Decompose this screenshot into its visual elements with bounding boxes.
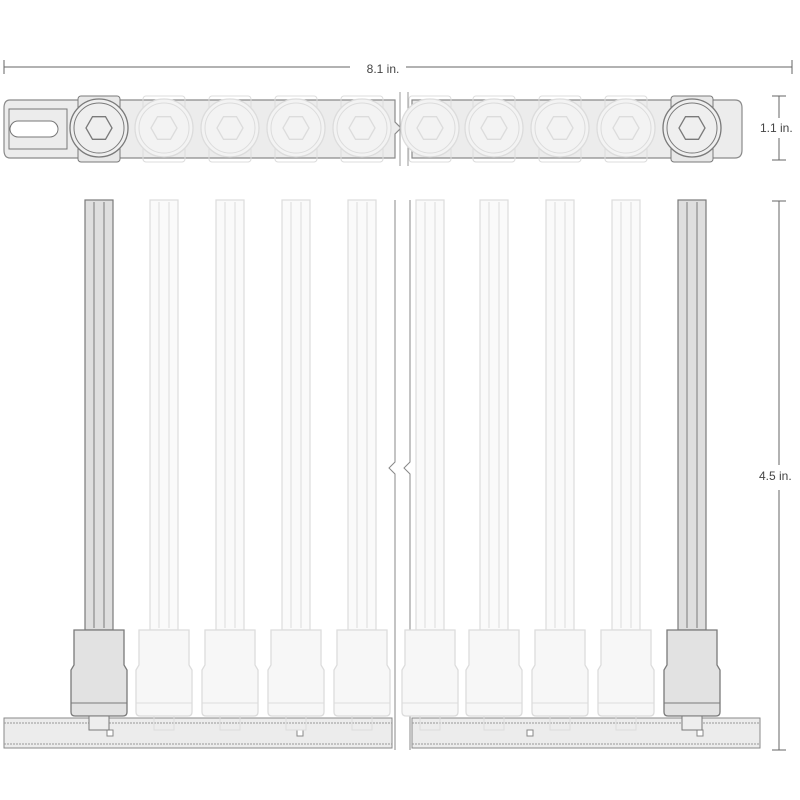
socket-top	[200, 98, 260, 158]
bit-height-dimension-label: 4.5 in.	[759, 469, 792, 483]
hex-opening-icon	[612, 116, 640, 140]
hex-bit	[611, 199, 641, 631]
socket-ring	[270, 102, 322, 154]
rail-rivet	[296, 729, 304, 737]
socket-top	[134, 98, 194, 158]
hex-opening-icon	[216, 116, 244, 140]
keyhole-plate	[8, 108, 68, 150]
socket-top	[400, 98, 460, 158]
socket-top	[662, 98, 722, 158]
hex-bit	[677, 199, 707, 631]
socket-post	[219, 715, 241, 731]
socket-ring	[468, 102, 520, 154]
socket-ring	[204, 102, 256, 154]
break-line	[388, 200, 396, 750]
rail-top-view	[3, 92, 743, 166]
socket-ring	[534, 102, 586, 154]
hex-bit	[149, 199, 179, 631]
socket-body	[135, 629, 193, 717]
socket-ring	[73, 102, 125, 154]
socket-body	[401, 629, 459, 717]
socket-top	[530, 98, 590, 158]
socket-top	[266, 98, 326, 158]
hex-bit	[479, 199, 509, 631]
socket-top	[464, 98, 524, 158]
hex-opening-icon	[282, 116, 310, 140]
rail-rivet	[696, 729, 704, 737]
socket-top	[69, 98, 129, 158]
hex-bit	[415, 199, 445, 631]
socket-ring	[138, 102, 190, 154]
socket-ring	[336, 102, 388, 154]
socket-post	[549, 715, 571, 731]
break-line	[403, 200, 411, 750]
dimension-lines	[3, 60, 793, 751]
rail-height-dimension-label: 1.1 in.	[760, 121, 793, 135]
socket-top	[332, 98, 392, 158]
width-dimension-label: 8.1 in.	[367, 62, 400, 76]
hex-opening-icon	[85, 116, 113, 140]
rail-side-view	[3, 199, 761, 750]
socket-body	[267, 629, 325, 717]
socket-post	[285, 715, 307, 731]
socket-post	[88, 715, 110, 731]
socket-post	[681, 715, 703, 731]
socket-body	[333, 629, 391, 717]
hex-opening-icon	[480, 116, 508, 140]
socket-top	[596, 98, 656, 158]
socket-body	[201, 629, 259, 717]
socket-ring	[666, 102, 718, 154]
socket-ring	[404, 102, 456, 154]
rail-rivet	[106, 729, 114, 737]
rail-rivet	[526, 729, 534, 737]
hex-bit	[281, 199, 311, 631]
socket-post	[483, 715, 505, 731]
hex-bit	[347, 199, 377, 631]
keyhole-icon	[9, 120, 59, 138]
hex-bit	[545, 199, 575, 631]
socket-post	[615, 715, 637, 731]
socket-body	[663, 629, 721, 717]
socket-ring	[600, 102, 652, 154]
hex-opening-icon	[546, 116, 574, 140]
socket-post	[419, 715, 441, 731]
socket-post	[351, 715, 373, 731]
hex-opening-icon	[678, 116, 706, 140]
socket-post	[153, 715, 175, 731]
socket-body	[531, 629, 589, 717]
hex-bit	[84, 199, 114, 631]
socket-body	[70, 629, 128, 717]
socket-body	[597, 629, 655, 717]
hex-opening-icon	[348, 116, 376, 140]
hex-opening-icon	[150, 116, 178, 140]
socket-body	[465, 629, 523, 717]
hex-opening-icon	[416, 116, 444, 140]
hex-bit	[215, 199, 245, 631]
